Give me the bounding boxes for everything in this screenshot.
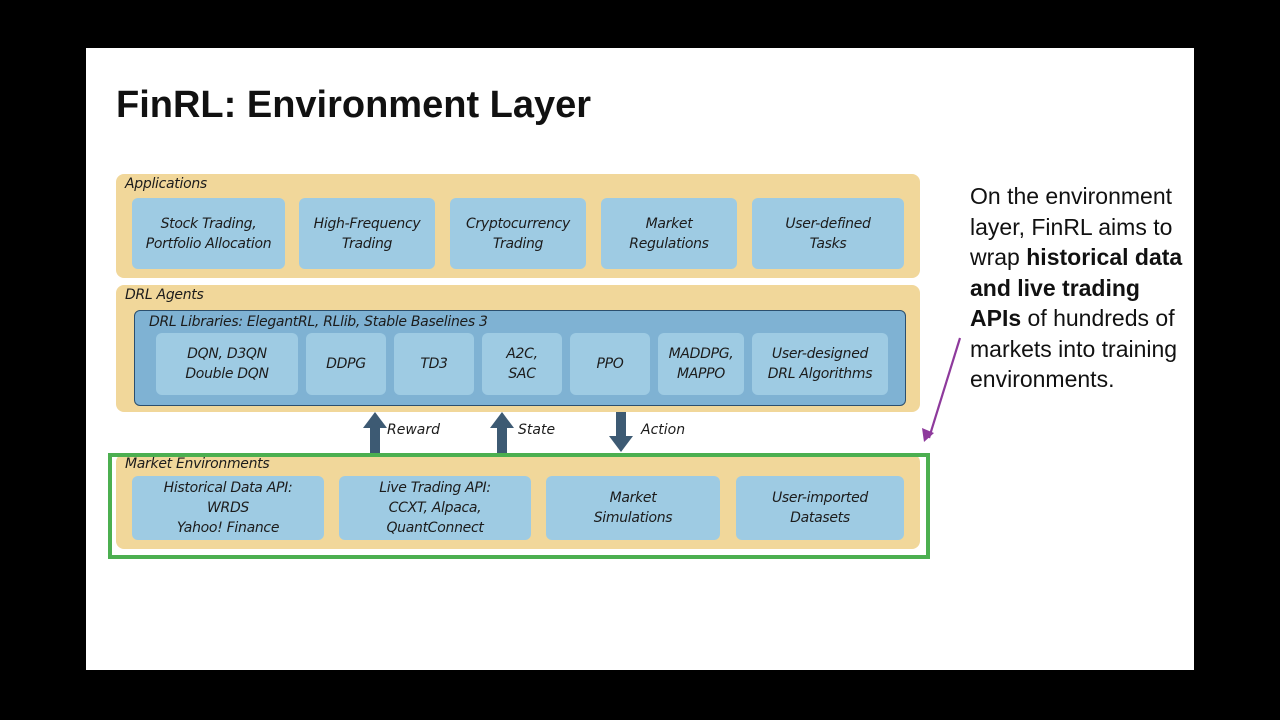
env-box-market-simulations: Market Simulations (546, 476, 720, 540)
env-box-line: Simulations (593, 510, 673, 526)
drl-agents-layer-label: DRL Agents (125, 287, 204, 303)
app-box-line: User-defined (785, 215, 871, 232)
agent-box-dqn: DQN, D3QN Double DQN (156, 333, 298, 395)
applications-layer-label: Applications (125, 176, 207, 192)
env-box-line: Datasets (790, 510, 850, 526)
env-box-user-imported: User-imported Datasets (736, 476, 904, 540)
env-box-line: QuantConnect (386, 520, 484, 536)
agent-box-a2c-sac: A2C, SAC (482, 333, 562, 395)
reward-label: Reward (387, 422, 441, 438)
agent-box-td3: TD3 (394, 333, 474, 395)
env-box-line: Market (609, 490, 657, 506)
app-box-line: Stock Trading, (160, 215, 257, 232)
side-note: On the environment layer, FinRL aims to … (970, 181, 1190, 395)
pointer-arrow-line-icon (927, 337, 962, 439)
app-box-line: Trading (492, 235, 544, 252)
app-box-line: Market (645, 215, 693, 232)
reward-arrow-shaft-icon (370, 426, 380, 453)
state-arrow-shaft-icon (497, 426, 507, 453)
architecture-diagram: Applications Stock Trading, Portfolio Al… (86, 48, 1194, 670)
action-arrow-shaft-icon (616, 412, 626, 437)
app-box-line: Tasks (809, 235, 847, 252)
app-box-line: Trading (341, 235, 393, 252)
env-box-line: Yahoo! Finance (176, 520, 280, 536)
agent-box-line: DRL Algorithms (767, 366, 873, 382)
state-label: State (518, 422, 556, 438)
app-box-user-defined: User-defined Tasks (752, 198, 904, 269)
agent-box-line: SAC (508, 366, 536, 382)
env-box-line: CCXT, Alpaca, (388, 500, 482, 516)
agent-box-user-designed: User-designed DRL Algorithms (752, 333, 888, 395)
agent-box-line: PPO (596, 356, 624, 372)
app-box-line: Regulations (629, 235, 709, 252)
env-box-line: Historical Data API: (163, 480, 293, 496)
agent-box-ppo: PPO (570, 333, 650, 395)
app-box-cryptocurrency: Cryptocurrency Trading (450, 198, 586, 269)
side-note-text: of hundreds of markets into training env… (970, 305, 1178, 392)
reward-arrow-head-icon (363, 412, 387, 428)
agent-box-line: MADDPG, (668, 346, 734, 362)
agent-box-line: Double DQN (185, 366, 269, 382)
agent-box-line: User-designed (771, 346, 869, 362)
env-box-live-trading: Live Trading API: CCXT, Alpaca, QuantCon… (339, 476, 531, 540)
app-box-high-frequency: High-Frequency Trading (299, 198, 435, 269)
agent-box-line: DQN, D3QN (187, 346, 267, 362)
app-box-line: Cryptocurrency (465, 215, 571, 232)
slide: FinRL: Environment Layer Applications St… (86, 48, 1194, 670)
slide-title: FinRL: Environment Layer (116, 84, 592, 126)
env-box-line: User-imported (771, 490, 869, 506)
agent-box-ddpg: DDPG (306, 333, 386, 395)
market-environments-layer-label: Market Environments (125, 456, 270, 472)
env-box-line: Live Trading API: (379, 480, 491, 496)
env-box-historical-data: Historical Data API: WRDS Yahoo! Finance (132, 476, 324, 540)
environment-layer-highlight (108, 453, 930, 559)
app-box-market-regulations: Market Regulations (601, 198, 737, 269)
agent-box-line: TD3 (420, 356, 448, 372)
side-note-text: On the environment layer, FinRL aims to … (970, 183, 1173, 270)
app-box-line: High-Frequency (313, 215, 421, 232)
agent-box-line: MAPPO (676, 366, 726, 382)
pointer-arrow-head-icon (922, 428, 934, 442)
agent-box-maddpg: MADDPG, MAPPO (658, 333, 744, 395)
env-box-line: WRDS (206, 500, 250, 516)
agent-box-line: A2C, (506, 346, 538, 362)
agent-box-line: DDPG (326, 356, 366, 372)
drl-libraries-label: DRL Libraries: ElegantRL, RLlib, Stable … (149, 314, 488, 330)
side-note-emphasis: historical data and live trading APIs (970, 244, 1183, 331)
action-arrow-head-icon (609, 436, 633, 452)
flow-arrows (363, 337, 962, 453)
app-box-line: Portfolio Allocation (145, 235, 272, 252)
action-label: Action (641, 422, 686, 438)
state-arrow-head-icon (490, 412, 514, 428)
app-box-stock-trading: Stock Trading, Portfolio Allocation (132, 198, 285, 269)
